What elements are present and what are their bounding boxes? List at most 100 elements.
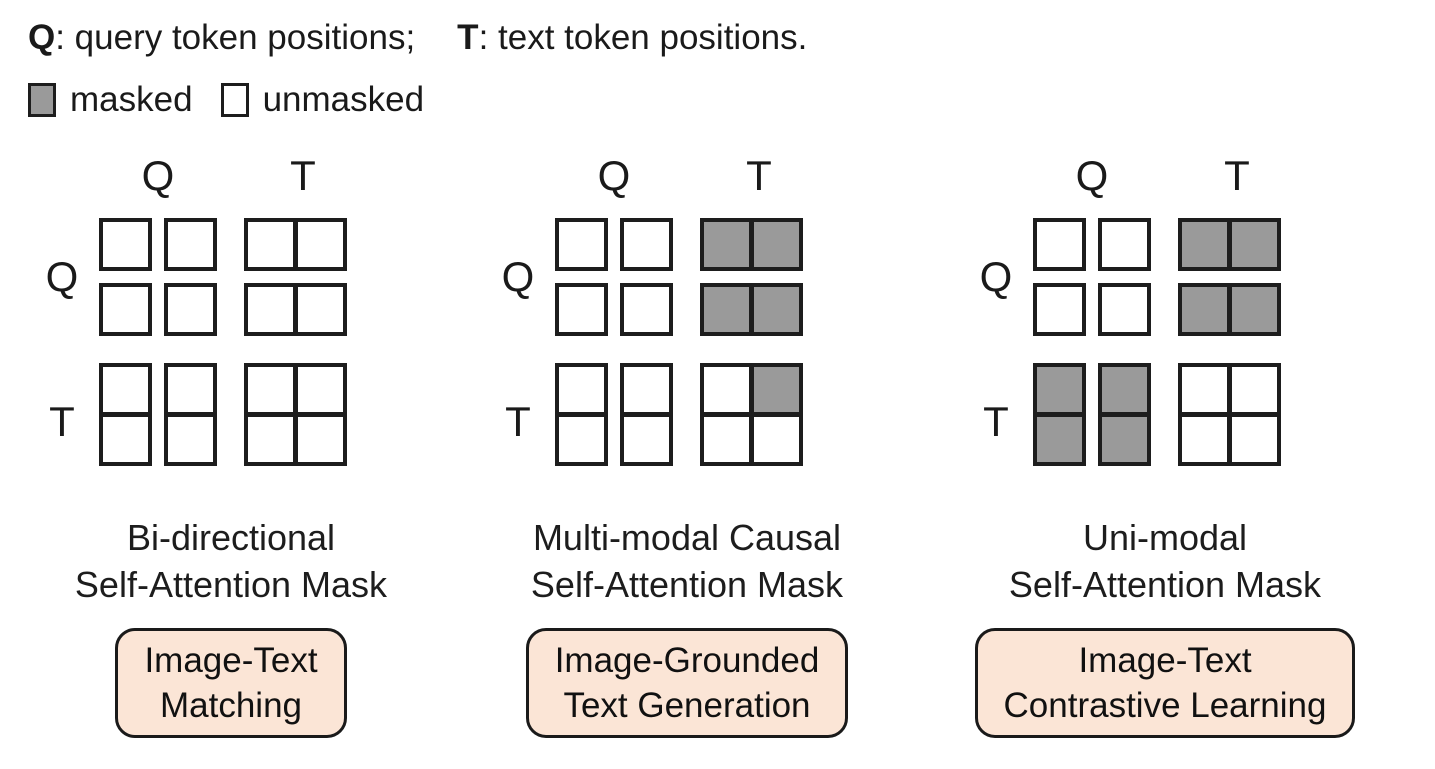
- column-labels: Q T: [1033, 152, 1296, 200]
- unmasked-swatch-icon: [220, 83, 249, 117]
- panel-unimodal: Q T Q T Uni-modal Self-Attention Mask Im…: [934, 150, 1396, 760]
- unmasked-cell: [294, 283, 347, 336]
- col-label-q: Q: [1075, 152, 1109, 199]
- col-label-t: T: [290, 152, 316, 199]
- unmasked-cell: [99, 283, 152, 336]
- mask-caption: Uni-modal Self-Attention Mask: [934, 514, 1396, 608]
- unmasked-cell: [164, 363, 217, 416]
- unmasked-cell: [750, 413, 803, 466]
- unmasked-cell: [99, 363, 152, 416]
- panel-multimodal-causal: Q T Q T Multi-modal Causal Self-Attentio…: [456, 150, 918, 760]
- pill-line2: Contrastive Learning: [1003, 686, 1327, 725]
- unmasked-cell: [620, 283, 673, 336]
- col-label-t: T: [746, 152, 772, 199]
- masked-cell: [750, 363, 803, 416]
- mask-grid: [99, 218, 347, 466]
- unmasked-cell: [1098, 218, 1151, 271]
- unmasked-cell: [1178, 413, 1231, 466]
- pill-line1: Image-Text: [1078, 641, 1252, 680]
- masked-cell: [1098, 363, 1151, 416]
- masked-cell: [1228, 283, 1281, 336]
- row-label-q: Q: [979, 253, 1013, 300]
- masked-cell: [700, 218, 753, 271]
- objective-pill: Image-Text Matching: [115, 628, 347, 738]
- legend-t-term: T: [457, 18, 479, 57]
- col-label-t: T: [1224, 152, 1250, 199]
- unmasked-cell: [99, 413, 152, 466]
- mask-caption: Multi-modal Causal Self-Attention Mask: [456, 514, 918, 608]
- unmasked-cell: [555, 218, 608, 271]
- caption-line2: Self-Attention Mask: [530, 564, 844, 605]
- masked-cell: [1098, 413, 1151, 466]
- unmasked-cell: [700, 413, 753, 466]
- masked-cell: [750, 283, 803, 336]
- row-label-t: T: [505, 398, 531, 445]
- objective-pill: Image-Text Contrastive Learning: [974, 628, 1356, 738]
- masked-label: masked: [70, 80, 193, 119]
- masked-cell: [1178, 218, 1231, 271]
- legend-mask-key: masked unmasked: [28, 80, 424, 120]
- row-label-q: Q: [45, 253, 79, 300]
- unmasked-cell: [294, 363, 347, 416]
- unmasked-cell: [700, 363, 753, 416]
- pill-line1: Image-Grounded: [554, 641, 820, 680]
- unmasked-cell: [164, 413, 217, 466]
- objective-pill-wrap: Image-Text Matching: [0, 628, 462, 738]
- unmasked-cell: [244, 363, 297, 416]
- caption-line1: Uni-modal: [1082, 517, 1248, 558]
- legend-q-desc: : query token positions;: [55, 18, 416, 57]
- unmasked-cell: [244, 283, 297, 336]
- caption-line1: Bi-directional: [126, 517, 336, 558]
- unmasked-cell: [1178, 363, 1231, 416]
- unmasked-cell: [244, 218, 297, 271]
- unmasked-cell: [1228, 363, 1281, 416]
- unmasked-cell: [620, 363, 673, 416]
- unmasked-cell: [1098, 283, 1151, 336]
- masked-cell: [1033, 413, 1086, 466]
- mask-grid: [1033, 218, 1281, 466]
- unmasked-cell: [244, 413, 297, 466]
- column-labels: Q T: [99, 152, 362, 200]
- objective-pill-wrap: Image-Grounded Text Generation: [456, 628, 918, 738]
- masked-swatch-icon: [28, 83, 56, 117]
- masked-cell: [1228, 218, 1281, 271]
- unmasked-cell: [99, 218, 152, 271]
- row-label-t: T: [983, 398, 1009, 445]
- col-label-q: Q: [141, 152, 175, 199]
- col-label-q: Q: [597, 152, 631, 199]
- masked-cell: [1178, 283, 1231, 336]
- unmasked-cell: [555, 413, 608, 466]
- caption-line2: Self-Attention Mask: [1008, 564, 1322, 605]
- pill-line2: Matching: [159, 686, 303, 725]
- caption-line2: Self-Attention Mask: [74, 564, 388, 605]
- unmasked-cell: [620, 413, 673, 466]
- unmasked-cell: [555, 283, 608, 336]
- unmasked-cell: [1033, 218, 1086, 271]
- unmasked-cell: [164, 218, 217, 271]
- masked-cell: [700, 283, 753, 336]
- mask-grid: [555, 218, 803, 466]
- caption-line1: Multi-modal Causal: [532, 517, 842, 558]
- unmasked-cell: [294, 413, 347, 466]
- pill-line2: Text Generation: [563, 686, 811, 725]
- unmasked-cell: [1033, 283, 1086, 336]
- unmasked-cell: [294, 218, 347, 271]
- unmasked-cell: [1228, 413, 1281, 466]
- masked-cell: [750, 218, 803, 271]
- unmasked-cell: [620, 218, 673, 271]
- pill-line1: Image-Text: [144, 641, 318, 680]
- row-label-t: T: [49, 398, 75, 445]
- column-labels: Q T: [555, 152, 818, 200]
- mask-caption: Bi-directional Self-Attention Mask: [0, 514, 462, 608]
- objective-pill-wrap: Image-Text Contrastive Learning: [934, 628, 1396, 738]
- legend-token-definitions: Q: query token positions;T: text token p…: [28, 18, 807, 58]
- unmasked-cell: [555, 363, 608, 416]
- panel-bidirectional: Q T Q T Bi-directional Self-Attention Ma…: [0, 150, 462, 760]
- objective-pill: Image-Grounded Text Generation: [525, 628, 849, 738]
- row-label-q: Q: [501, 253, 535, 300]
- unmasked-cell: [164, 283, 217, 336]
- masked-cell: [1033, 363, 1086, 416]
- unmasked-label: unmasked: [262, 80, 425, 119]
- legend-q-term: Q: [28, 18, 56, 57]
